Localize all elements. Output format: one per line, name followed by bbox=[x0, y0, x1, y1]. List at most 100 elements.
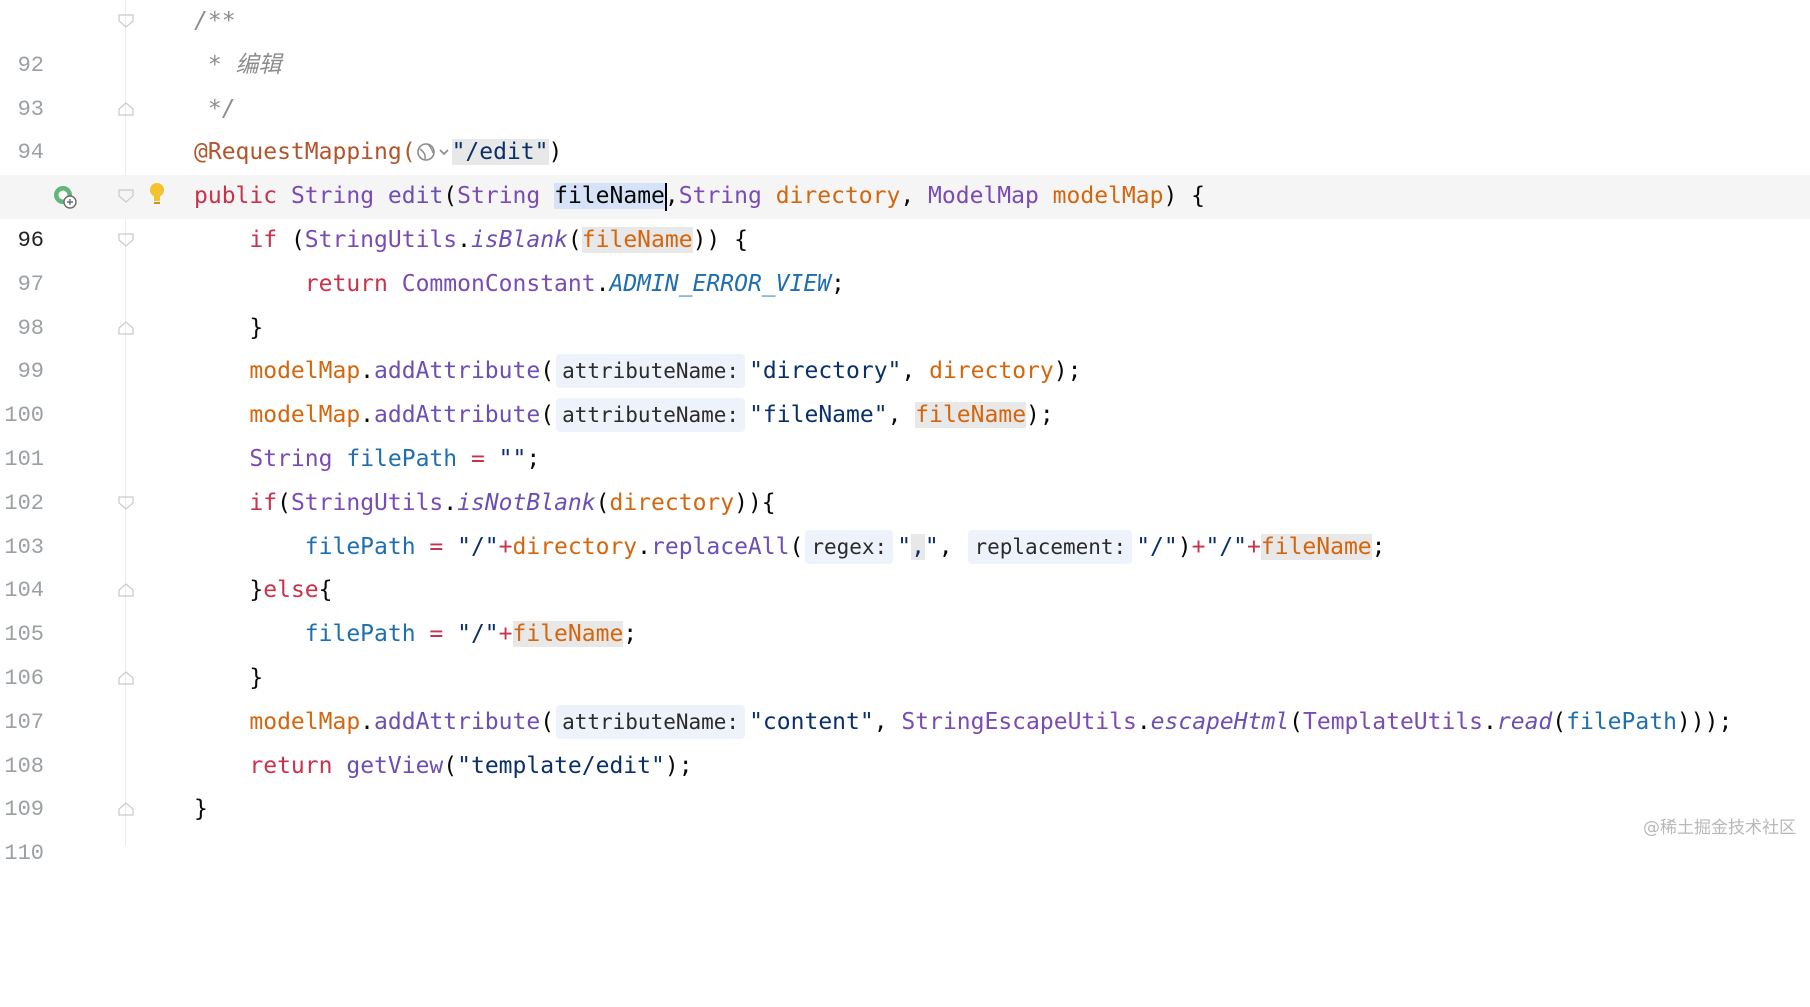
keyword: return bbox=[304, 270, 388, 297]
lightbulb-icon[interactable] bbox=[148, 181, 166, 207]
string-literal: " bbox=[924, 533, 939, 560]
line-number: 92 bbox=[17, 52, 44, 78]
code-token: , bbox=[900, 183, 929, 210]
string-literal: , bbox=[911, 533, 925, 560]
code-token: ( bbox=[277, 489, 291, 516]
method-name: getView bbox=[346, 752, 444, 779]
comment: * 编辑 bbox=[194, 51, 282, 78]
string-literal: "directory" bbox=[749, 358, 902, 385]
globe-icon[interactable] bbox=[416, 141, 452, 163]
code-line[interactable]: 100 modelMap.addAttribute(attributeName:… bbox=[0, 350, 1810, 428]
keyword: else bbox=[263, 577, 319, 604]
string-literal: " bbox=[897, 533, 912, 560]
code-line-current[interactable]: 96 public String edit(String fileName,St… bbox=[0, 175, 1810, 253]
line-number: 109 bbox=[4, 797, 44, 823]
line-number: 99 bbox=[17, 359, 44, 385]
code-token: . bbox=[1483, 708, 1497, 735]
method-name: addAttribute bbox=[374, 402, 541, 429]
type-name: String bbox=[249, 445, 333, 472]
code-token: . bbox=[637, 533, 651, 560]
code-token: ( bbox=[789, 533, 804, 560]
code-line[interactable]: 99 } bbox=[0, 307, 1810, 385]
local-variable: filePath bbox=[304, 621, 416, 648]
code-line[interactable]: 92 /** bbox=[0, 0, 1810, 78]
local-variable: filePath bbox=[304, 533, 416, 560]
method-name: addAttribute bbox=[374, 708, 541, 735]
code-token: ; bbox=[623, 621, 638, 648]
fold-open-icon[interactable] bbox=[118, 14, 134, 28]
code-line[interactable]: 106 filePath = "/"+fileName; bbox=[0, 613, 1810, 691]
string-literal: "" bbox=[498, 445, 527, 472]
code-line[interactable]: 110 } bbox=[0, 788, 1810, 866]
line-number: 98 bbox=[17, 315, 44, 341]
method-name: isNotBlank bbox=[457, 489, 596, 516]
code-token: } bbox=[249, 577, 264, 604]
fold-close-icon[interactable] bbox=[118, 802, 134, 816]
fold-close-icon[interactable] bbox=[118, 583, 134, 597]
operator: = bbox=[415, 533, 458, 560]
constant: ADMIN_ERROR_VIEW bbox=[609, 270, 832, 297]
type-name: CommonConstant bbox=[401, 270, 596, 297]
type-name: String bbox=[678, 183, 762, 210]
type-name: StringUtils bbox=[290, 489, 444, 516]
code-editor[interactable]: 92 /** 93 * 编辑 94 */ 95 @RequestMapping(… bbox=[0, 0, 1810, 866]
variable: modelMap bbox=[249, 708, 361, 735]
parameter: directory bbox=[775, 183, 901, 210]
operator: = bbox=[457, 445, 499, 472]
code-token: ( bbox=[1289, 708, 1304, 735]
gutter-separator bbox=[125, 0, 126, 846]
code-line[interactable]: 101 modelMap.addAttribute(attributeName:… bbox=[0, 394, 1810, 472]
code-token: } bbox=[194, 796, 208, 823]
code-line[interactable]: 108 modelMap.addAttribute(attributeName:… bbox=[0, 701, 1810, 779]
fold-close-icon[interactable] bbox=[118, 101, 134, 116]
selected-identifier[interactable]: fileName bbox=[554, 183, 665, 210]
code-line[interactable]: 102 String filePath = ""; bbox=[0, 438, 1810, 516]
parameter-usage: fileName bbox=[1260, 533, 1372, 560]
code-line[interactable]: 105 }else{ bbox=[0, 569, 1810, 647]
code-line[interactable]: 107 } bbox=[0, 657, 1810, 735]
request-mapping-gutter-icon[interactable] bbox=[52, 184, 78, 210]
line-number: 100 bbox=[4, 403, 44, 429]
text-caret bbox=[664, 182, 667, 211]
code-token: ( bbox=[443, 183, 458, 210]
line-number: 93 bbox=[17, 96, 44, 122]
code-line[interactable]: 93 * 编辑 bbox=[0, 44, 1810, 122]
code-token: } bbox=[249, 314, 264, 341]
line-number: 105 bbox=[4, 622, 44, 648]
code-line[interactable]: 98 return CommonConstant.ADMIN_ERROR_VIE… bbox=[0, 263, 1810, 341]
code-token: ( bbox=[1552, 708, 1567, 735]
code-token: , bbox=[938, 533, 967, 560]
code-token: ); bbox=[1053, 358, 1082, 385]
type-name: String bbox=[290, 183, 375, 210]
fold-open-icon[interactable] bbox=[118, 233, 134, 247]
parameter-hint: attributeName: bbox=[556, 354, 746, 389]
string-literal: "/" bbox=[1205, 533, 1248, 560]
type-name: StringUtils bbox=[304, 226, 458, 253]
fold-close-icon[interactable] bbox=[118, 671, 134, 685]
code-line[interactable]: 104 filePath = "/"+directory.replaceAll(… bbox=[0, 526, 1810, 603]
code-line[interactable]: 97 if (StringUtils.isBlank(fileName)) { bbox=[0, 219, 1810, 297]
code-line[interactable]: 95 @RequestMapping("/edit") bbox=[0, 131, 1810, 209]
code-line[interactable]: 103 if(StringUtils.isNotBlank(directory)… bbox=[0, 482, 1810, 560]
fold-open-icon[interactable] bbox=[118, 496, 134, 510]
code-token: ); bbox=[664, 752, 693, 779]
annotation: @RequestMapping( bbox=[194, 139, 416, 166]
string-literal: "/edit" bbox=[451, 139, 549, 166]
code-token: )) { bbox=[692, 226, 748, 253]
string-literal: "/" bbox=[457, 533, 499, 560]
operator: + bbox=[498, 621, 513, 648]
parameter: modelMap bbox=[1052, 183, 1164, 210]
type-name: String bbox=[457, 183, 541, 210]
method-name: addAttribute bbox=[374, 358, 541, 385]
string-literal: "/" bbox=[1136, 533, 1178, 560]
code-line[interactable]: 109 return getView("template/edit"); bbox=[0, 745, 1810, 823]
code-token: . bbox=[457, 226, 471, 253]
parameter-usage: fileName bbox=[915, 402, 1027, 429]
code-token: , bbox=[664, 183, 679, 210]
fold-open-icon[interactable] bbox=[118, 189, 134, 203]
fold-close-icon[interactable] bbox=[118, 320, 134, 335]
keyword: public bbox=[194, 183, 278, 210]
code-token: , bbox=[887, 402, 916, 429]
code-token: ) bbox=[548, 139, 563, 166]
code-line[interactable]: 94 */ bbox=[0, 88, 1810, 166]
